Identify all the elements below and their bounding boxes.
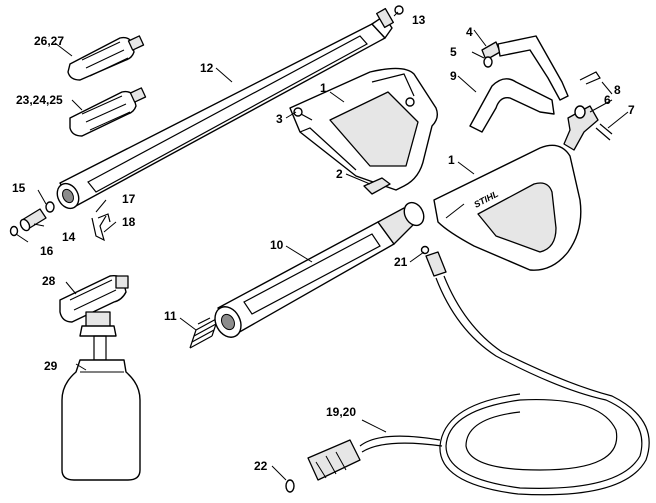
- part-9-guard: [469, 78, 555, 133]
- label-9: 9: [450, 69, 457, 83]
- part-22-coupler: [285, 439, 361, 493]
- part-10-tube: [214, 201, 425, 338]
- label-2: 2: [336, 167, 343, 181]
- label-21: 21: [394, 255, 408, 269]
- label-1b: 1: [448, 153, 455, 167]
- part-11-spring: [189, 317, 219, 349]
- label-10: 10: [270, 238, 284, 252]
- label-19-20: 19,20: [326, 405, 356, 419]
- part-14-fitting: [19, 208, 47, 232]
- part-1-housing-upper: [289, 67, 439, 191]
- label-8: 8: [614, 83, 621, 97]
- label-1a: 1: [320, 81, 327, 95]
- label-12: 12: [200, 61, 214, 75]
- part-15-oring: [45, 201, 55, 213]
- part-labels: 26,27 23,24,25 12 13 1 3 2 1 4 5 9 8 6 7…: [12, 13, 635, 473]
- label-13: 13: [412, 13, 426, 27]
- label-23-25: 23,24,25: [16, 93, 63, 107]
- part-17-18-clip: [91, 213, 111, 242]
- part-21-fitting: [420, 245, 447, 277]
- part-7-pin: [595, 123, 613, 141]
- part-19-20-hose: [359, 275, 650, 496]
- label-28: 28: [42, 274, 56, 288]
- part-26-27-nozzle: [67, 35, 145, 81]
- part-1-handle-lower: STIHL: [433, 144, 582, 271]
- label-18: 18: [122, 215, 136, 229]
- part-3-screw: [293, 107, 313, 121]
- part-12-lance-tube: [56, 5, 404, 210]
- leader-lines: [15, 11, 629, 481]
- label-14: 14: [62, 230, 76, 244]
- part-29-bottle: [61, 335, 141, 481]
- part-16-oring: [9, 225, 19, 237]
- part-8-clip: [579, 71, 601, 85]
- label-15: 15: [12, 181, 26, 195]
- label-29: 29: [44, 359, 58, 373]
- label-26-27: 26,27: [34, 34, 64, 48]
- label-11: 11: [164, 309, 177, 323]
- label-6: 6: [604, 93, 611, 107]
- part-2-trigger: [363, 177, 391, 195]
- label-16: 16: [40, 244, 54, 258]
- part-5-oring: [483, 56, 493, 68]
- part-23-25-nozzle: [69, 87, 147, 137]
- label-4: 4: [466, 25, 473, 39]
- part-28-foam-nozzle: [59, 274, 129, 337]
- label-5: 5: [450, 45, 457, 59]
- part-6-valve: [563, 105, 599, 151]
- label-17: 17: [122, 192, 136, 206]
- part-4-elbow: [481, 35, 569, 101]
- label-7: 7: [628, 103, 635, 117]
- label-22: 22: [254, 459, 268, 473]
- label-3: 3: [276, 112, 283, 126]
